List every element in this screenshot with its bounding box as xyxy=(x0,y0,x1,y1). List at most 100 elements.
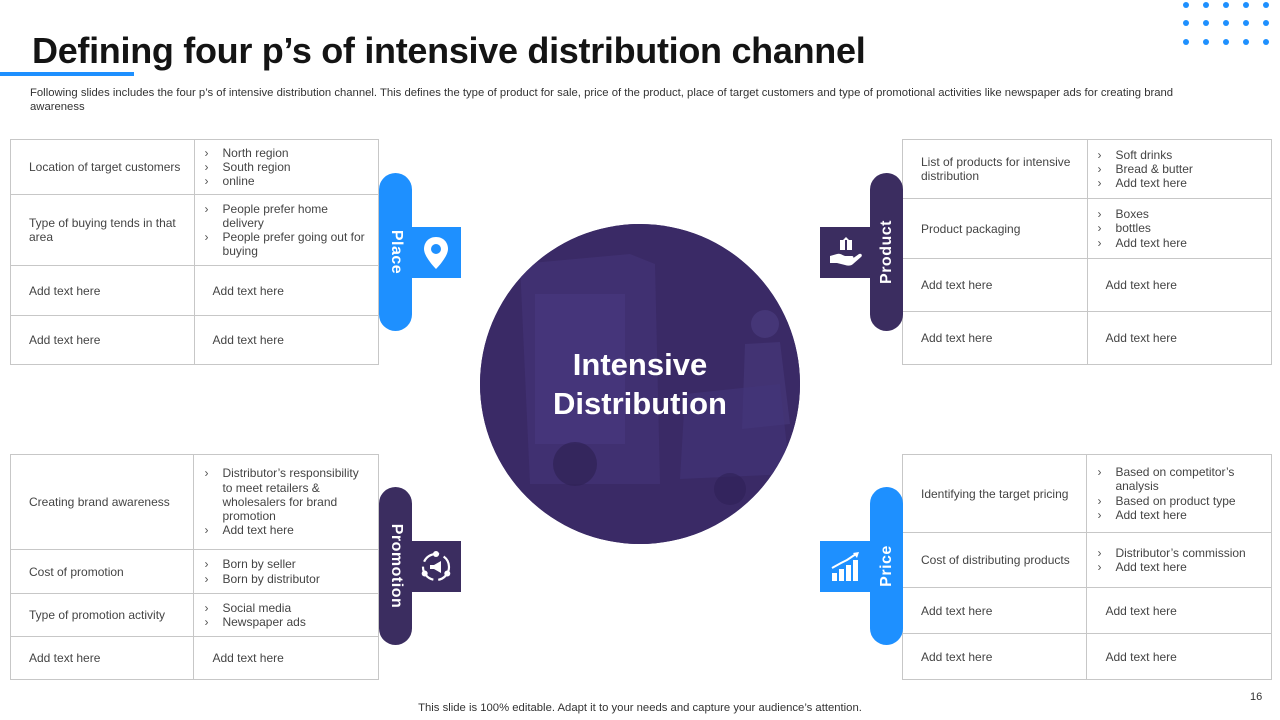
list-item: Add text here xyxy=(1098,176,1265,190)
slide-subtitle: Following slides includes the four p’s o… xyxy=(30,87,1174,113)
place-row-label: Add text here xyxy=(10,315,195,365)
price-tab: Price xyxy=(870,487,903,645)
megaphone-cycle-icon xyxy=(421,550,450,581)
price-table: Identifying the target pricing Based on … xyxy=(901,454,1272,680)
list-item: bottles xyxy=(1098,221,1265,235)
center-title: Intensive Distribution xyxy=(480,224,800,544)
location-pin-icon xyxy=(423,236,448,269)
list-item: Distributor’s responsibility to meet ret… xyxy=(204,466,372,523)
place-row-value: Add text here xyxy=(193,265,380,316)
price-row-label: Identifying the target pricing xyxy=(901,454,1088,533)
table-row: Product packaging Boxes bottles Add text… xyxy=(902,198,1273,259)
list-item: Newspaper ads xyxy=(204,615,372,629)
product-row-label: Add text here xyxy=(902,258,1088,312)
hand-holding-box-icon xyxy=(829,236,862,266)
table-row: Add text here Add text here xyxy=(901,633,1272,680)
product-row-label: Product packaging xyxy=(902,198,1088,259)
price-row-value: Add text here xyxy=(1086,587,1272,634)
place-tab: Place xyxy=(379,173,412,331)
list-item: People prefer going out for buying xyxy=(204,230,372,258)
promotion-table: Creating brand awareness Distributor’s r… xyxy=(9,454,379,680)
center-circle: Intensive Distribution xyxy=(480,224,800,544)
promotion-tab-label: Promotion xyxy=(387,523,405,609)
product-icon-box xyxy=(820,227,871,278)
promotion-tab: Promotion xyxy=(379,487,412,645)
list-item: online xyxy=(204,174,372,188)
list-item: Boxes xyxy=(1098,207,1265,221)
price-row-label: Add text here xyxy=(901,633,1088,680)
table-row: Add text here Add text here xyxy=(9,636,379,680)
promotion-row-label: Add text here xyxy=(9,636,195,680)
list-item: Add text here xyxy=(1097,508,1265,522)
product-tab: Product xyxy=(870,173,903,331)
list-item: South region xyxy=(204,160,372,174)
place-row-values: People prefer home delivery People prefe… xyxy=(193,194,380,266)
table-row: Cost of promotion Born by seller Born by… xyxy=(9,549,379,594)
table-row: Creating brand awareness Distributor’s r… xyxy=(9,454,379,550)
bar-chart-growth-icon xyxy=(831,551,859,581)
promotion-row-label: Creating brand awareness xyxy=(9,454,195,550)
page-number: 16 xyxy=(1250,691,1263,703)
product-row-value: Add text here xyxy=(1086,258,1273,312)
price-row-values: Distributor’s commission Add text here xyxy=(1086,532,1272,588)
list-item: Add text here xyxy=(1098,236,1265,250)
price-tab-label: Price xyxy=(877,545,895,587)
center-title-line2: Distribution xyxy=(553,386,727,421)
place-row-values: North region South region online xyxy=(193,139,380,195)
decorative-dot-grid xyxy=(1183,2,1269,45)
promotion-row-value: Add text here xyxy=(193,636,379,680)
product-tab-label: Product xyxy=(877,220,895,284)
table-row: Type of buying tends in that area People… xyxy=(10,194,380,266)
place-table: Location of target customers North regio… xyxy=(10,139,380,365)
price-row-values: Based on competitor’s analysis Based on … xyxy=(1086,454,1272,533)
price-row-label: Cost of distributing products xyxy=(901,532,1088,588)
table-row: Location of target customers North regio… xyxy=(10,139,380,195)
list-item: Social media xyxy=(204,601,372,615)
product-row-values: Soft drinks Bread & butter Add text here xyxy=(1086,139,1273,199)
table-row: Add text here Add text here xyxy=(902,311,1273,365)
promotion-row-label: Cost of promotion xyxy=(9,549,195,594)
table-row: Type of promotion activity Social media … xyxy=(9,593,379,637)
place-tab-label: Place xyxy=(387,229,405,275)
place-row-label: Location of target customers xyxy=(10,139,195,195)
table-row: Cost of distributing products Distributo… xyxy=(901,532,1272,588)
footer-note: This slide is 100% editable. Adapt it to… xyxy=(418,702,862,714)
delivery-photo-overlay xyxy=(480,224,800,544)
table-row: Add text here Add text here xyxy=(902,258,1273,312)
list-item: Based on competitor’s analysis xyxy=(1097,465,1265,493)
list-item: North region xyxy=(204,146,372,160)
promotion-row-label: Type of promotion activity xyxy=(9,593,195,637)
table-row: Add text here Add text here xyxy=(10,315,380,365)
list-item: Add text here xyxy=(1097,560,1265,574)
price-icon-box xyxy=(820,541,871,592)
promotion-row-values: Born by seller Born by distributor xyxy=(193,549,379,594)
product-row-values: Boxes bottles Add text here xyxy=(1086,198,1273,259)
title-accent-bar xyxy=(0,72,134,76)
table-row: Add text here Add text here xyxy=(901,587,1272,634)
product-row-label: Add text here xyxy=(902,311,1088,365)
place-icon-box xyxy=(410,227,461,278)
list-item: Born by seller xyxy=(204,557,372,571)
table-row: Add text here Add text here xyxy=(10,265,380,316)
slide-title: Defining four p’s of intensive distribut… xyxy=(32,30,866,71)
place-row-label: Add text here xyxy=(10,265,195,316)
place-row-label: Type of buying tends in that area xyxy=(10,194,195,266)
price-row-label: Add text here xyxy=(901,587,1088,634)
list-item: People prefer home delivery xyxy=(204,202,372,230)
promotion-icon-box xyxy=(410,541,461,592)
product-table: List of products for intensive distribut… xyxy=(902,139,1273,365)
table-row: List of products for intensive distribut… xyxy=(902,139,1273,199)
list-item: Soft drinks xyxy=(1098,148,1265,162)
list-item: Based on product type xyxy=(1097,494,1265,508)
list-item: Born by distributor xyxy=(204,572,372,586)
table-row: Identifying the target pricing Based on … xyxy=(901,454,1272,533)
product-row-value: Add text here xyxy=(1086,311,1273,365)
price-row-value: Add text here xyxy=(1086,633,1272,680)
promotion-row-values: Social media Newspaper ads xyxy=(193,593,379,637)
list-item: Distributor’s commission xyxy=(1097,546,1265,560)
center-title-line1: Intensive xyxy=(572,347,708,382)
product-row-label: List of products for intensive distribut… xyxy=(902,139,1088,199)
list-item: Bread & butter xyxy=(1098,162,1265,176)
promotion-row-values: Distributor’s responsibility to meet ret… xyxy=(193,454,379,550)
place-row-value: Add text here xyxy=(193,315,380,365)
